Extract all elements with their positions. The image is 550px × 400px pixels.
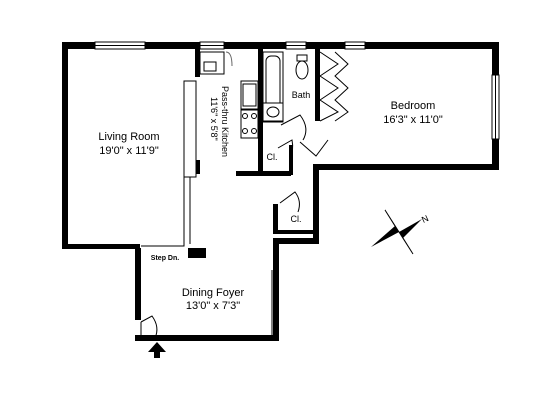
closet-bifold-icon	[319, 51, 349, 122]
dining-foyer-name: Dining Foyer	[182, 287, 245, 299]
kitchen-dims: 11'6" x 5'8"	[209, 97, 219, 141]
dining-foyer-dims: 13'0" x 7'3"	[186, 300, 240, 312]
kitchen-name: Pass-thru Kitchen	[220, 86, 230, 157]
closet-lower-name: Cl.	[291, 214, 302, 224]
window-icon	[94, 41, 500, 140]
step-down-label: Step Dn.	[151, 255, 179, 262]
compass-north-label: N	[420, 213, 430, 225]
bath-fixtures	[262, 51, 309, 123]
compass-icon	[371, 209, 422, 255]
entry-arrow-icon	[148, 342, 166, 358]
door-swing-icon	[140, 114, 329, 339]
living-room-dims: 19'0" x 11'9"	[99, 145, 159, 157]
closet-upper-name: Cl.	[267, 152, 278, 162]
bedroom-dims: 16'3" x 11'0"	[383, 114, 443, 126]
bath-name: Bath	[292, 90, 311, 100]
bedroom-name: Bedroom	[391, 100, 436, 112]
interior-walls	[141, 49, 320, 258]
living-room-name: Living Room	[98, 131, 159, 143]
kitchen-fixtures	[199, 51, 259, 139]
